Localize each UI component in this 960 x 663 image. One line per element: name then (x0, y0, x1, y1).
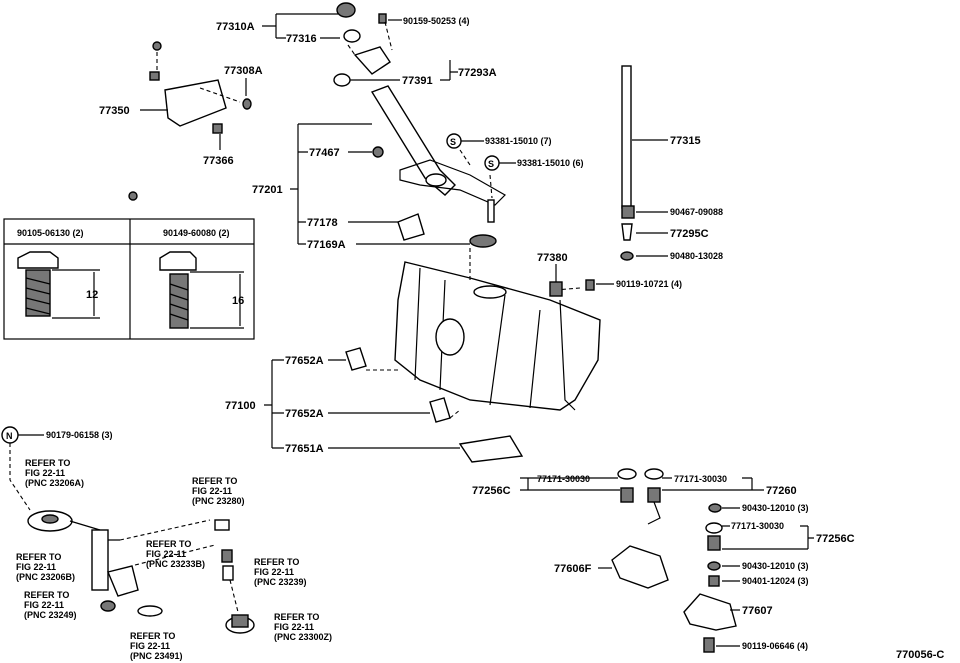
marker-s-1: S (450, 137, 456, 147)
label-90159-50253: 90159-50253 (4) (403, 16, 470, 26)
ref6-line3: (PNC 23249) (24, 610, 77, 620)
label-77100: 77100 (225, 400, 256, 412)
label-77467: 77467 (309, 147, 340, 159)
label-77256C-2: 77256C (816, 533, 855, 545)
label-77171-30030-1: 77171-30030 (537, 474, 590, 484)
ref1-line1: REFER TO (25, 458, 70, 468)
label-90467-09088: 90467-09088 (670, 207, 723, 217)
label-77201: 77201 (252, 184, 283, 196)
label-77652A-1: 77652A (285, 355, 324, 367)
ref2-line1: REFER TO (192, 476, 237, 486)
label-77652A-2: 77652A (285, 408, 324, 420)
ref7-line3: (PNC 23300Z) (274, 632, 332, 642)
ref3-line1: REFER TO (146, 539, 191, 549)
ref5-line2: FIG 22-11 (254, 567, 294, 577)
ref2-line2: FIG 22-11 (192, 486, 232, 496)
label-90480-13028: 90480-13028 (670, 251, 723, 261)
marker-n: N (6, 431, 13, 441)
ref3-line3: (PNC 23233B) (146, 559, 205, 569)
ref8-line1: REFER TO (130, 631, 175, 641)
diagram-code: 770056-C (896, 649, 944, 661)
label-77380: 77380 (537, 252, 568, 264)
filler-cap-group (333, 2, 393, 87)
label-90119-10721: 90119-10721 (4) (616, 279, 682, 289)
fuel-pump-group (27, 510, 255, 634)
ref1-line2: FIG 22-11 (25, 468, 65, 478)
label-77256C-1: 77256C (472, 485, 511, 497)
label-90401-12024: 90401-12024 (3) (742, 576, 809, 586)
ref6-line1: REFER TO (24, 590, 69, 600)
label-77178: 77178 (307, 217, 338, 229)
ref4-line2: FIG 22-11 (16, 562, 56, 572)
ref4-line1: REFER TO (16, 552, 61, 562)
label-77171-30030-2: 77171-30030 (674, 474, 727, 484)
ref7-line1: REFER TO (274, 612, 319, 622)
label-77350: 77350 (99, 105, 130, 117)
label-77315: 77315 (670, 135, 701, 147)
label-77260: 77260 (766, 485, 797, 497)
bolt-right-dim: 16 (232, 295, 244, 307)
bolt-left-dim: 12 (86, 289, 98, 301)
ref8-line3: (PNC 23491) (130, 651, 183, 661)
label-77607: 77607 (742, 605, 773, 617)
ref5-line3: (PNC 23239) (254, 577, 307, 587)
ref8-line2: FIG 22-11 (130, 641, 170, 651)
label-77391: 77391 (402, 75, 433, 87)
label-77651A: 77651A (285, 443, 324, 455)
marker-s-2: S (488, 159, 494, 169)
filler-pipe-group (370, 85, 506, 248)
bolt-table: 90105-06130 (2) 90149-60080 (2) 12 16 (3, 218, 255, 340)
bolt-right-part: 90149-60080 (2) (163, 228, 230, 238)
ref1-line3: (PNC 23206A) (25, 478, 84, 488)
ref2-line3: (PNC 23280) (192, 496, 245, 506)
label-93381-15010-7: 93381-15010 (7) (485, 136, 552, 146)
fuel-lid-group (128, 41, 252, 201)
ref6-line2: FIG 22-11 (24, 600, 64, 610)
ref4-line3: (PNC 23206B) (16, 572, 75, 582)
label-77295C: 77295C (670, 228, 709, 240)
ref3-line2: FIG 22-11 (146, 549, 186, 559)
bolt-left-part: 90105-06130 (2) (17, 228, 84, 238)
label-77310A: 77310A (216, 21, 255, 33)
label-93381-15010-6: 93381-15010 (6) (517, 158, 584, 168)
label-77606F: 77606F (554, 563, 592, 575)
label-77308A: 77308A (224, 65, 263, 77)
valve-group (611, 468, 737, 653)
fuel-tank (394, 248, 601, 411)
label-77171-30030-3: 77171-30030 (731, 521, 784, 531)
label-90119-06646: 90119-06646 (4) (742, 641, 808, 651)
label-77169A: 77169A (307, 239, 346, 251)
ref7-line2: FIG 22-11 (274, 622, 314, 632)
ref5-line1: REFER TO (254, 557, 299, 567)
label-90430-12010-2: 90430-12010 (3) (742, 561, 809, 571)
label-90179-06158: 90179-06158 (3) (46, 430, 113, 440)
label-77293A: 77293A (458, 67, 497, 79)
label-90430-12010-1: 90430-12010 (3) (742, 503, 809, 513)
label-77316: 77316 (286, 33, 317, 45)
gauge-tube-group (620, 65, 635, 261)
label-77366: 77366 (203, 155, 234, 167)
